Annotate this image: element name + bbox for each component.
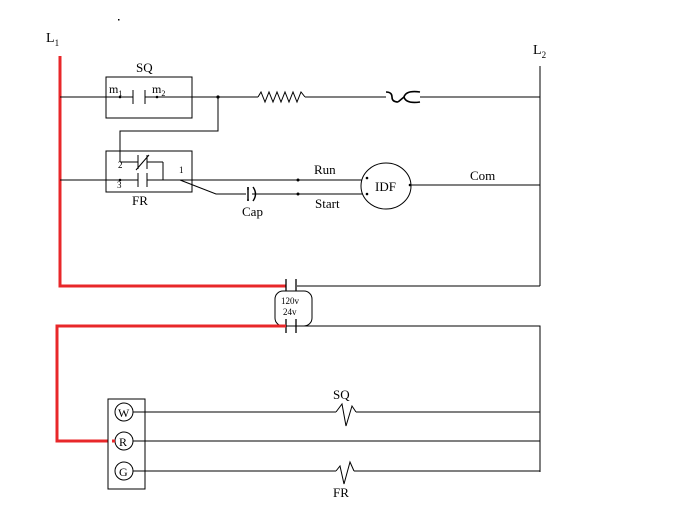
fr-term-1: 1 [179, 165, 184, 175]
fr-term-3: 3 [117, 180, 122, 190]
thermostat-r-label: R [119, 435, 127, 449]
idf-run-terminal [365, 176, 369, 180]
thermostat-w-label: W [118, 406, 130, 420]
l1-hot-wire [58, 56, 286, 288]
sq-contact-m2: m2 [152, 82, 165, 98]
fr-coil-label: FR [333, 485, 349, 500]
sq-coil-label: SQ [333, 387, 350, 402]
sq-dot-left [118, 95, 122, 99]
idf-label: IDF [375, 179, 396, 194]
lv-common-rail [296, 325, 541, 472]
sq-contact-m1: m1 [109, 82, 122, 98]
stray-dot [118, 19, 120, 21]
fr-to-start-wire [179, 179, 298, 195]
thermostat-g-label: G [119, 465, 128, 479]
cap-mask [246, 190, 252, 199]
sq-to-fr-link [119, 97, 219, 162]
run-label: Run [314, 162, 336, 177]
transformer-box [274, 290, 313, 327]
fr-relay-box [105, 150, 193, 193]
com-label: Com [470, 168, 495, 183]
fr-dot-3 [118, 178, 122, 182]
heater-resistor [257, 90, 306, 104]
xfmr-primary-label: 120v [281, 296, 300, 306]
fr-nc-slash [135, 154, 150, 171]
l2-label: L2 [533, 43, 546, 60]
xfmr-secondary-label: 24v [283, 307, 297, 317]
idf-com-terminal [408, 183, 412, 187]
fuse-link [397, 96, 405, 103]
fuse-right-curve [403, 90, 421, 104]
start-label: Start [315, 196, 340, 211]
sq-coil [335, 402, 357, 427]
idf-motor [360, 162, 412, 210]
fr-coil [335, 460, 355, 485]
r-hot-wire [55, 324, 286, 443]
l1-label: L1 [46, 31, 59, 48]
fr-relay-title: FR [132, 193, 148, 208]
sq-dot-right [155, 95, 159, 99]
cap-plate-right [252, 186, 257, 202]
idf-start-terminal [365, 192, 369, 196]
fuse-left-curve [385, 91, 399, 103]
fr-term-2: 2 [118, 160, 123, 170]
cap-label: Cap [242, 204, 263, 219]
sq-relay-title: SQ [136, 60, 153, 75]
